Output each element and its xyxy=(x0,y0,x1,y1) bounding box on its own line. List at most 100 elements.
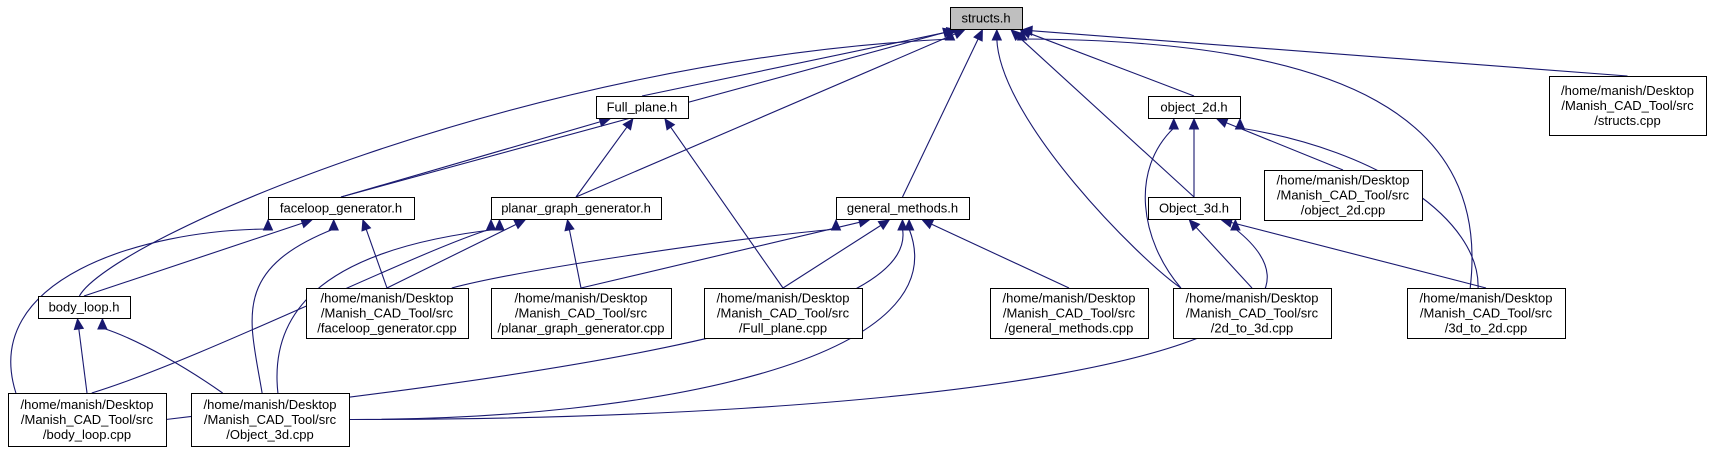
edge-body_loop_cpp-to-faceloop_h xyxy=(10,228,269,394)
arrowhead-planar_cpp-to-planar_h xyxy=(564,218,575,232)
arrowhead-body_loop_h-to-structs_h xyxy=(944,28,956,41)
edge-general_cpp-to-general_h xyxy=(930,223,1070,289)
node-general-cpp[interactable]: /home/manish/Desktop/Manish_CAD_Tool/src… xyxy=(990,288,1149,339)
node-label-line: faceloop_generator.h xyxy=(280,201,402,216)
edges-layer xyxy=(10,25,1628,421)
node-label-line: /Manish_CAD_Tool/src xyxy=(515,306,648,321)
node-label-line: /home/manish/Desktop xyxy=(1186,291,1319,306)
node-label-line: /body_loop.cpp xyxy=(43,427,131,442)
node-faceloop-cpp[interactable]: /home/manish/Desktop/Manish_CAD_Tool/src… xyxy=(306,288,469,339)
node-box xyxy=(38,296,131,319)
node-label-line: Object_3d.h xyxy=(1159,201,1229,216)
node-d2-to-3d-cpp[interactable]: /home/manish/Desktop/Manish_CAD_Tool/src… xyxy=(1173,288,1332,339)
arrowhead-object_3d_cpp-to-body_loop_h xyxy=(97,317,108,330)
arrowhead-d3_to_2d_cpp-to-object_2d_h xyxy=(1234,117,1246,130)
node-faceloop-h[interactable]: faceloop_generator.h xyxy=(268,197,415,220)
arrowhead-body_loop_cpp-to-general_h xyxy=(897,218,908,231)
node-d3-to-2d-cpp[interactable]: /home/manish/Desktop/Manish_CAD_Tool/src… xyxy=(1407,288,1566,339)
node-label-line: /Manish_CAD_Tool/src xyxy=(717,306,850,321)
edge-body_loop_cpp-to-planar_h xyxy=(91,228,492,394)
arrowhead-faceloop_cpp-to-faceloop_h xyxy=(361,218,372,232)
node-planar-cpp[interactable]: /home/manish/Desktop/Manish_CAD_Tool/src… xyxy=(491,288,672,339)
node-box xyxy=(8,393,167,447)
arrowhead-general_cpp-to-general_h xyxy=(921,219,935,230)
edge-object_3d_cpp-to-body_loop_h xyxy=(102,327,223,394)
edge-d3_to_2d_cpp-to-structs_h xyxy=(1021,38,1473,289)
node-structs-cpp[interactable]: /home/manish/Desktop/Manish_CAD_Tool/src… xyxy=(1549,76,1707,136)
edge-object_3d_cpp-to-general_h xyxy=(348,228,916,421)
node-label-line: /Manish_CAD_Tool/src xyxy=(21,412,154,427)
node-label-line: /home/manish/Desktop xyxy=(717,291,850,306)
edge-full_plane_cpp-to-general_h xyxy=(782,224,882,289)
node-label-line: /home/manish/Desktop xyxy=(21,397,154,412)
node-label-line: structs.h xyxy=(961,11,1010,26)
node-label-line: body_loop.h xyxy=(49,300,120,315)
node-box xyxy=(1264,170,1423,221)
arrowhead-object_3d_cpp-to-object_3d_h xyxy=(1230,218,1241,231)
node-box xyxy=(990,288,1149,339)
node-box xyxy=(1148,96,1241,119)
arrowhead-faceloop_cpp-to-planar_h xyxy=(513,219,527,230)
node-label-line: /home/manish/Desktop xyxy=(1277,173,1410,188)
node-box xyxy=(1148,197,1241,220)
arrowhead-object_3d_h-to-object_2d_h xyxy=(1188,117,1200,130)
node-label-line: /Object_3d.cpp xyxy=(226,427,313,442)
node-label-line: /planar_graph_generator.cpp xyxy=(498,321,665,336)
edge-object_3d_h-to-structs_h xyxy=(1017,35,1195,198)
node-label-line: /Manish_CAD_Tool/src xyxy=(1186,306,1319,321)
node-box xyxy=(1407,288,1566,339)
node-label-line: /home/manish/Desktop xyxy=(321,291,454,306)
arrowhead-d2_to_3d_cpp-to-structs_h xyxy=(991,28,1003,41)
node-structs-h[interactable]: structs.h xyxy=(950,7,1023,30)
node-body-loop-h[interactable]: body_loop.h xyxy=(38,296,131,319)
node-label-line: /3d_to_2d.cpp xyxy=(1445,321,1527,336)
node-label-line: /object_2d.cpp xyxy=(1301,203,1386,218)
node-label-line: /Manish_CAD_Tool/src xyxy=(1561,98,1694,113)
edge-d2_to_3d_cpp-to-structs_h xyxy=(996,38,1182,289)
node-box xyxy=(306,288,469,339)
node-object-2d-h[interactable]: object_2d.h xyxy=(1148,96,1241,119)
node-label-line: /home/manish/Desktop xyxy=(204,397,337,412)
node-label-line: Full_plane.h xyxy=(607,100,678,115)
node-label-line: planar_graph_generator.h xyxy=(501,201,651,216)
edge-planar_h-to-full_plane_h xyxy=(575,125,628,198)
node-box xyxy=(268,197,415,220)
node-body-loop-cpp[interactable]: /home/manish/Desktop/Manish_CAD_Tool/src… xyxy=(8,393,167,447)
arrowhead-object_3d_cpp-to-faceloop_h xyxy=(328,218,339,231)
edge-planar_cpp-to-general_h xyxy=(580,221,861,289)
node-object-3d-h[interactable]: Object_3d.h xyxy=(1148,197,1241,220)
node-label-line: /general_methods.cpp xyxy=(1005,321,1134,336)
edge-structs_cpp-to-structs_h xyxy=(1030,30,1628,77)
node-label-line: /Full_plane.cpp xyxy=(739,321,827,336)
node-label-line: /structs.cpp xyxy=(1594,113,1660,128)
node-object-2d-cpp[interactable]: /home/manish/Desktop/Manish_CAD_Tool/src… xyxy=(1264,170,1423,221)
node-label-line: /home/manish/Desktop xyxy=(1561,83,1694,98)
edge-d2_to_3d_cpp-to-object_3d_h xyxy=(1195,226,1253,289)
node-box xyxy=(1173,288,1332,339)
arrowhead-d3_to_2d_cpp-to-structs_h xyxy=(1016,28,1028,41)
arrowhead-general_h-to-structs_h xyxy=(973,28,983,42)
edge-planar_cpp-to-planar_h xyxy=(568,228,582,289)
node-label-line: /Manish_CAD_Tool/src xyxy=(204,412,337,427)
edge-planar_h-to-structs_h xyxy=(575,33,957,198)
edge-general_h-to-structs_h xyxy=(902,37,980,198)
node-label-line: /Manish_CAD_Tool/src xyxy=(1003,306,1136,321)
edge-faceloop_cpp-to-faceloop_h xyxy=(365,228,388,289)
arrowhead-body_loop_cpp-to-faceloop_h xyxy=(262,218,274,231)
node-full-plane-h[interactable]: Full_plane.h xyxy=(596,96,689,119)
node-box xyxy=(191,393,350,447)
node-general-h[interactable]: general_methods.h xyxy=(836,197,970,220)
node-box xyxy=(836,197,970,220)
edge-faceloop_cpp-to-general_h xyxy=(451,228,837,289)
node-object-3d-cpp[interactable]: /home/manish/Desktop/Manish_CAD_Tool/src… xyxy=(191,393,350,447)
node-full-plane-cpp[interactable]: /home/manish/Desktop/Manish_CAD_Tool/src… xyxy=(704,288,863,339)
node-planar-h[interactable]: planar_graph_generator.h xyxy=(491,197,662,220)
node-label-line: /faceloop_generator.cpp xyxy=(317,321,457,336)
node-box xyxy=(491,197,662,220)
node-label-line: /Manish_CAD_Tool/src xyxy=(1420,306,1553,321)
node-label-line: /home/manish/Desktop xyxy=(1003,291,1136,306)
node-label-line: object_2d.h xyxy=(1160,100,1227,115)
edge-object_2d_cpp-to-object_2d_h xyxy=(1225,121,1344,171)
edge-d3_to_2d_cpp-to-object_3d_h xyxy=(1230,221,1487,289)
